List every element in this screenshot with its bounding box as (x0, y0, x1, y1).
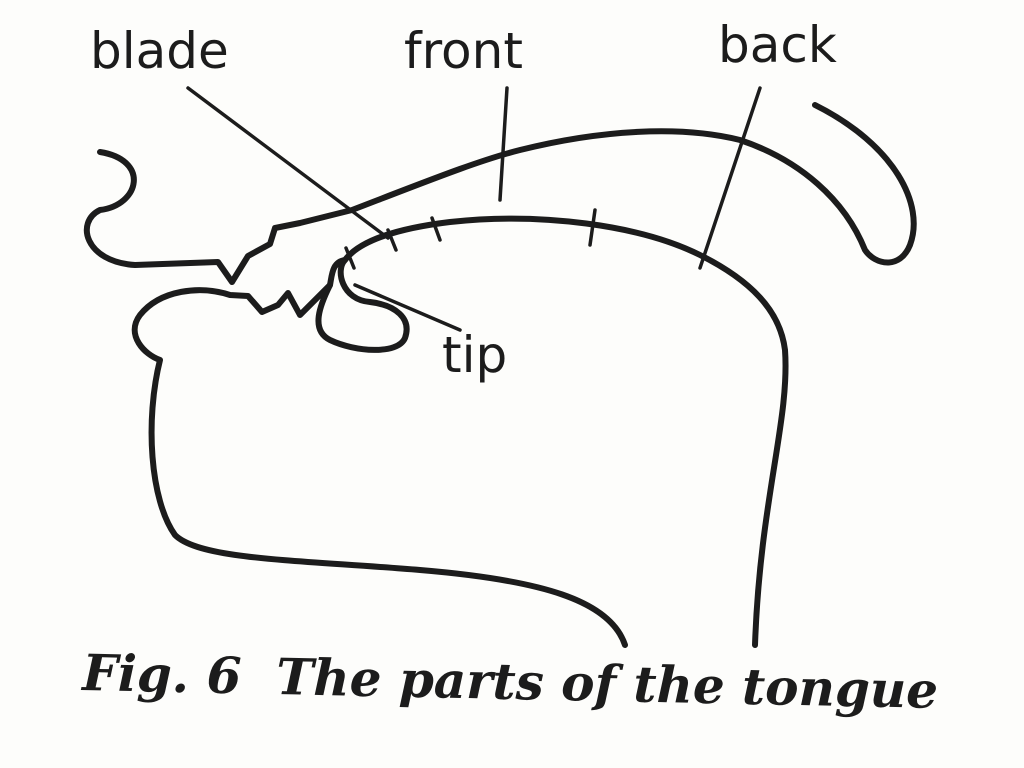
label-front: front (404, 22, 523, 80)
tongue-tip (315, 257, 410, 353)
tongue-tick-1 (344, 246, 356, 270)
upper-lip-and-palate (83, 102, 917, 285)
tongue-tick-2 (386, 228, 398, 252)
lower-lip-and-jaw (131, 282, 628, 648)
label-back: back (718, 16, 837, 74)
blade-pointer-line (186, 86, 390, 240)
front-pointer-line (498, 86, 509, 202)
label-blade: blade (90, 22, 229, 80)
tongue-tick-4 (588, 208, 597, 247)
figure-caption: Fig. 6 The parts of the tongue (80, 643, 939, 720)
tongue-tick-3 (430, 216, 442, 242)
tongue-surface (342, 215, 789, 648)
label-tip: tip (442, 326, 507, 384)
back-pointer-line (698, 86, 762, 270)
tip-pointer-line (353, 283, 462, 332)
